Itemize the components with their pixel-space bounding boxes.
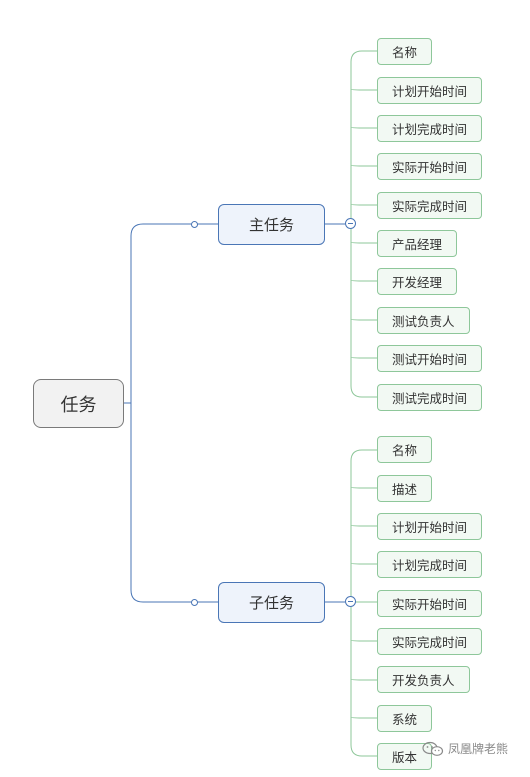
- leaf-node[interactable]: 开发负责人: [377, 666, 470, 693]
- leaf-node[interactable]: 系统: [377, 705, 433, 732]
- branch-node-main-task[interactable]: 主任务: [218, 204, 325, 245]
- watermark: 凤凰牌老熊: [422, 740, 508, 757]
- collapse-toggle-icon[interactable]: [345, 596, 356, 607]
- leaf-node[interactable]: 产品经理: [377, 230, 458, 257]
- leaf-node[interactable]: 实际完成时间: [377, 628, 483, 655]
- leaf-node[interactable]: 计划开始时间: [377, 77, 483, 104]
- leaf-node[interactable]: 测试完成时间: [377, 384, 483, 411]
- branch-node-sub-task[interactable]: 子任务: [218, 582, 325, 623]
- leaf-node[interactable]: 计划开始时间: [377, 513, 483, 540]
- leaf-node[interactable]: 测试开始时间: [377, 345, 483, 372]
- connector-knot: [191, 599, 198, 606]
- watermark-text: 凤凰牌老熊: [448, 742, 509, 756]
- leaf-node[interactable]: 计划完成时间: [377, 551, 483, 578]
- connector-knot: [191, 221, 198, 228]
- leaf-node[interactable]: 实际开始时间: [377, 153, 483, 180]
- collapse-toggle-icon[interactable]: [345, 218, 356, 229]
- leaf-node[interactable]: 实际开始时间: [377, 590, 483, 617]
- wechat-icon: [422, 741, 444, 756]
- leaf-node[interactable]: 测试负责人: [377, 307, 470, 334]
- leaf-node[interactable]: 名称: [377, 38, 433, 65]
- leaf-node[interactable]: 实际完成时间: [377, 192, 483, 219]
- leaf-node[interactable]: 名称: [377, 436, 433, 463]
- root-node[interactable]: 任务: [33, 379, 124, 428]
- leaf-node[interactable]: 开发经理: [377, 268, 458, 295]
- leaf-node[interactable]: 描述: [377, 475, 433, 502]
- leaf-node[interactable]: 计划完成时间: [377, 115, 483, 142]
